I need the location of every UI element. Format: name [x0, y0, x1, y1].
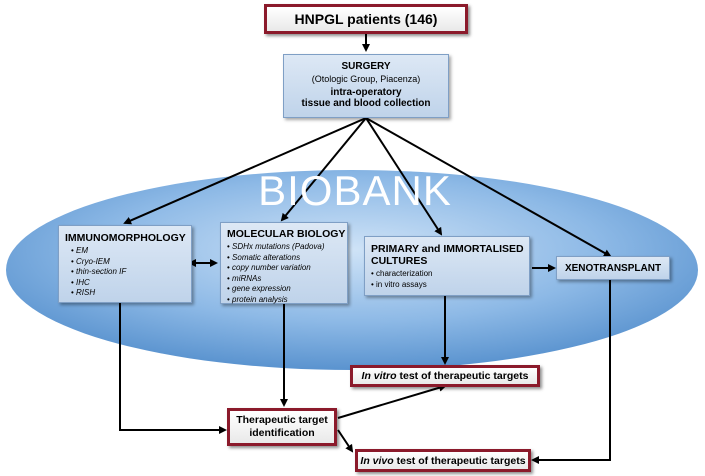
molecular-biology-box: MOLECULAR BIOLOGY SDHx mutations (Padova… — [220, 222, 348, 304]
xenotransplant-label: XENOTRANSPLANT — [564, 262, 662, 274]
list-item: EM — [65, 246, 191, 257]
surgery-line2: tissue and blood collection — [301, 98, 431, 109]
invivo-test-box: In vivo test of therapeutic targets — [355, 449, 531, 472]
xenotransplant-box: XENOTRANSPLANT — [556, 256, 670, 280]
surgery-group: (Otologic Group, Piacenza) — [311, 74, 421, 84]
arrow-immuno-target — [119, 303, 227, 434]
list-item: protein analysis — [227, 295, 347, 306]
arrow-xeno-invivo — [531, 280, 611, 464]
therapeutic-target-line2: identification — [249, 427, 315, 439]
patients-box: HNPGL patients (146) — [264, 4, 468, 34]
immunomorphology-box: IMMUNOMORPHOLOGY EM Cryo-IEM thin-sectio… — [58, 225, 192, 303]
therapeutic-target-line1: Therapeutic target — [236, 414, 328, 426]
surgery-box: SURGERY (Otologic Group, Piacenza) intra… — [283, 54, 449, 118]
arrow-target-invivo — [337, 429, 354, 453]
arrow-surgery-immunomorphology — [123, 117, 367, 225]
list-item: RISH — [65, 288, 191, 299]
list-item: Cryo-IEM — [65, 257, 191, 268]
arrow-surgery-xenotransplant — [365, 117, 612, 257]
therapeutic-target-box: Therapeutic target identification — [227, 408, 337, 446]
biobank-label: BIOBANK — [258, 167, 452, 214]
list-item: SDHx mutations (Padova) — [227, 242, 347, 253]
immunomorphology-list: EM Cryo-IEM thin-section IF IHC RISH — [65, 246, 191, 299]
cultures-list: characterization in vitro assays — [371, 269, 529, 290]
list-item: gene expression — [227, 284, 347, 295]
invivo-test-label: In vivo test of therapeutic targets — [360, 454, 526, 467]
list-item: characterization — [371, 269, 529, 280]
invitro-test-label: In vitro test of therapeutic targets — [361, 370, 529, 382]
list-item: copy number variation — [227, 263, 347, 274]
molecular-biology-list: SDHx mutations (Padova) Somatic alterati… — [227, 242, 347, 305]
cultures-box: PRIMARY and IMMORTALISED CULTURES charac… — [364, 236, 530, 296]
list-item: IHC — [65, 278, 191, 289]
cultures-title-line1: PRIMARY and IMMORTALISED — [371, 243, 524, 255]
biobank-ellipse — [6, 170, 698, 370]
list-item: Somatic alterations — [227, 253, 347, 264]
arrow-surgery-cultures — [365, 117, 443, 236]
list-item: thin-section IF — [65, 267, 191, 278]
patients-label: HNPGL patients (146) — [294, 11, 438, 27]
molecular-biology-title: MOLECULAR BIOLOGY — [227, 228, 346, 240]
invitro-test-box: In vitro test of therapeutic targets — [350, 365, 540, 387]
surgery-title: SURGERY — [341, 61, 391, 72]
surgery-line1: intra-operatory — [330, 87, 402, 98]
arrow-surgery-molecular — [280, 117, 367, 222]
list-item: in vitro assays — [371, 280, 529, 291]
cultures-title-line2: CULTURES — [371, 255, 428, 267]
list-item: miRNAs — [227, 274, 347, 285]
immunomorphology-title: IMMUNOMORPHOLOGY — [65, 232, 186, 244]
arrow-target-invitro — [337, 383, 447, 419]
